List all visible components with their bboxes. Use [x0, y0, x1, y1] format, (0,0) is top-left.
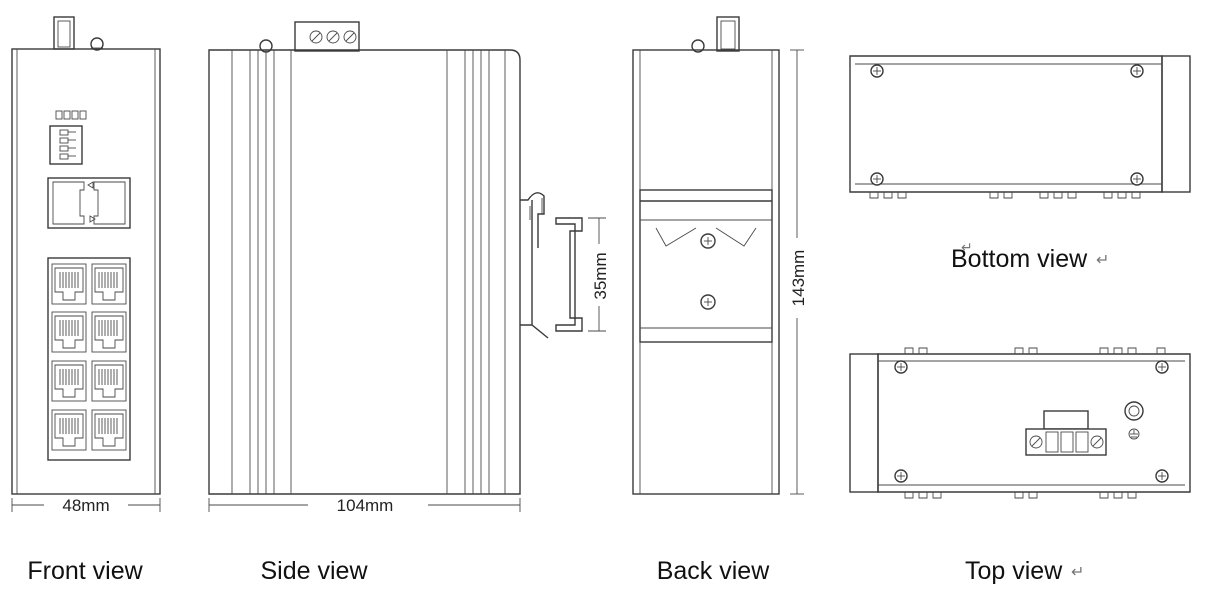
back-din-clip [639, 189, 773, 343]
front-body [11, 48, 161, 495]
side-fins-right [446, 50, 506, 494]
top-ground-screw [1124, 401, 1144, 440]
side-body [208, 49, 521, 495]
bottom-caption-return: ↵ [1096, 252, 1109, 269]
bottom-caption-mark: ↵ [961, 239, 973, 255]
top-caption-return: ↵ [1071, 564, 1084, 581]
side-depth-label: 104mm [337, 496, 394, 515]
bottom-view: ↵ Bottom view ↵ [849, 55, 1191, 273]
front-view: 48mm Front view [11, 16, 161, 585]
back-top-connector [716, 16, 740, 52]
back-view: 143mm Back view [632, 16, 808, 585]
bottom-vent-notches [869, 192, 1141, 199]
side-depth-dimension [208, 498, 521, 512]
led-indicators [55, 110, 87, 120]
side-view-caption: Side view [261, 557, 369, 585]
front-width-dimension [11, 498, 161, 512]
bottom-view-caption: Bottom view [951, 245, 1088, 273]
back-body [632, 49, 780, 495]
dip-switch [49, 125, 83, 165]
top-power-terminal [1025, 410, 1107, 456]
side-fins-left [231, 50, 292, 494]
top-vent-notches [904, 347, 1166, 499]
front-view-caption: Front view [27, 557, 143, 585]
back-height-dimension [790, 49, 804, 495]
side-view: 35mm 104mm Side view [208, 21, 610, 585]
front-top-connector [53, 16, 75, 50]
din-clip [520, 192, 549, 339]
bottom-screws [870, 64, 1144, 186]
top-body [877, 353, 1191, 493]
top-view: Top view ↵ [849, 347, 1191, 585]
back-view-caption: Back view [657, 557, 770, 585]
front-ground-screw [90, 37, 104, 51]
din-rail-profile [555, 217, 583, 332]
sfp-ports [47, 177, 131, 229]
rj45-port-block [47, 257, 131, 461]
back-height-label: 143mm [789, 250, 808, 307]
rail-height-label: 35mm [591, 252, 610, 299]
top-view-caption: Top view [965, 557, 1063, 585]
bottom-body [849, 55, 1163, 193]
top-screws [894, 360, 1169, 483]
front-width-label: 48mm [62, 496, 109, 515]
rail-height-dimension [588, 217, 606, 332]
